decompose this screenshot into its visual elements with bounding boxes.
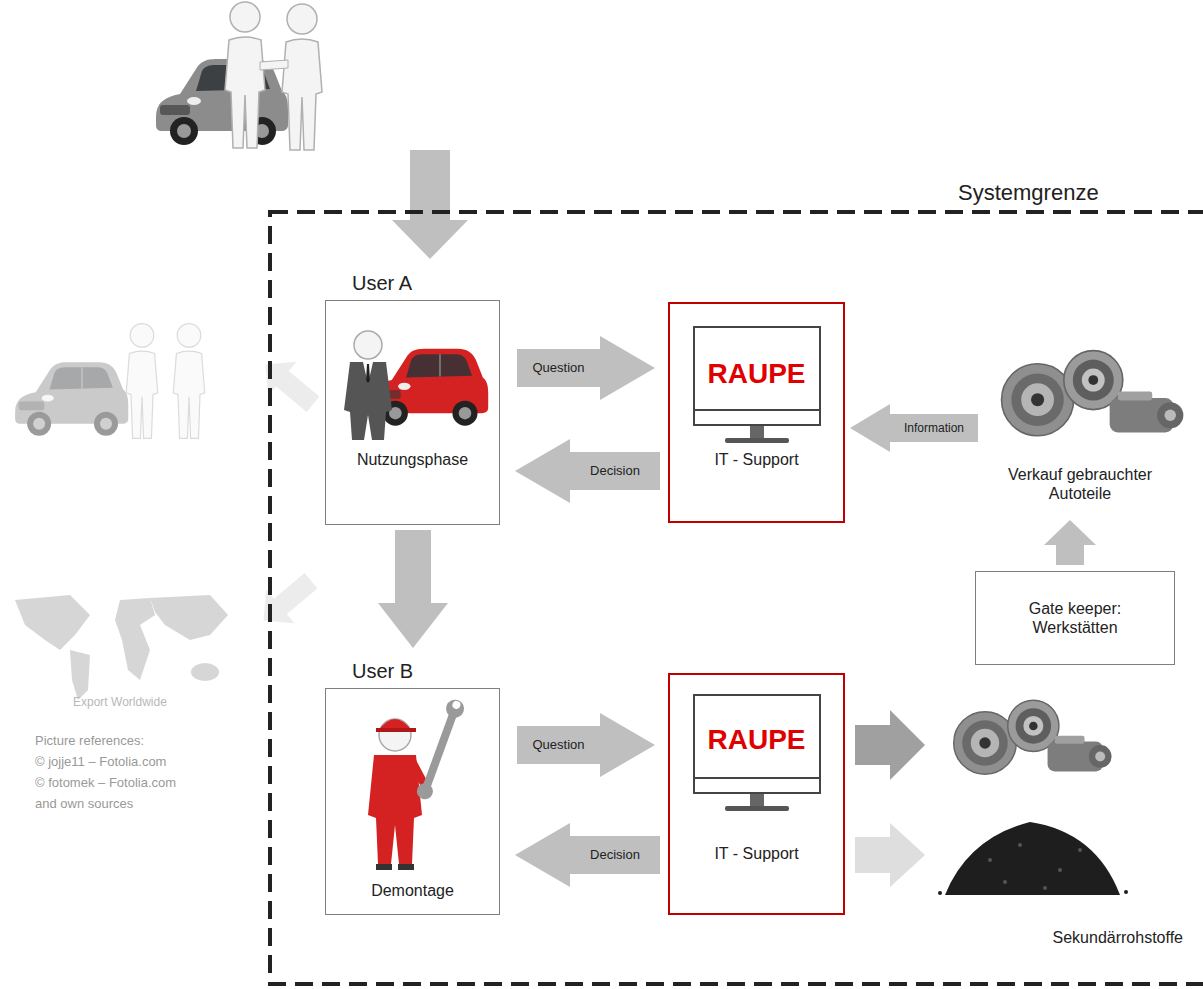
grain [938, 891, 942, 895]
continent [115, 598, 155, 680]
faded-handover [15, 324, 205, 439]
arrow-label: Question [532, 360, 584, 376]
person-figure [282, 4, 322, 150]
phase-label: Nutzungsphase [326, 450, 499, 469]
grain [1058, 868, 1062, 872]
person-head [379, 719, 411, 751]
user-heading: User B [352, 659, 413, 683]
grain [1003, 880, 1007, 884]
cap-brim [376, 728, 416, 732]
block-arrow [850, 404, 978, 452]
system-boundary [270, 212, 1203, 984]
grain [1078, 848, 1082, 852]
faded-arrow [249, 564, 325, 638]
arrow-label: Information [904, 421, 964, 435]
mechanic-illustration [368, 697, 467, 870]
person-figure [225, 2, 265, 148]
wrench-jaw [451, 700, 461, 710]
parts-sale: Verkauf gebrauchter Autoteile [978, 340, 1182, 515]
box-label: IT - Support [714, 450, 798, 469]
credit-note: © fotomek – Fotolia.com [35, 775, 176, 791]
block-arrow [1044, 520, 1096, 565]
app-logo: RAUPE [707, 357, 805, 391]
grain [1043, 886, 1047, 890]
car-figure [156, 59, 288, 145]
boot [398, 864, 414, 870]
faded-arrow [251, 348, 327, 422]
user-heading: User A [352, 271, 412, 295]
monitor [694, 695, 820, 811]
arrow-label: Decision [590, 847, 640, 863]
credit-note: and own sources [35, 796, 133, 812]
wrench-handle [422, 709, 458, 791]
wrench-head [444, 697, 467, 720]
credit-note: © jojje11 – Fotolia.com [35, 754, 166, 770]
arrow-label: Decision [590, 463, 640, 479]
business-suit [344, 362, 392, 440]
grain [1124, 890, 1128, 894]
continent [150, 595, 228, 640]
handshake [260, 60, 288, 70]
gatekeeper-box: Gate keeper: Werkstätten [975, 571, 1175, 665]
map-caption: Export Worldwide [73, 695, 167, 709]
app-logo: RAUPE [707, 723, 805, 757]
arrow-label: Question [532, 737, 584, 753]
phase-box: User ANutzungsphase [325, 300, 500, 525]
granulate-pile [938, 822, 1128, 895]
use-phase-illustration [344, 331, 488, 440]
person-head [354, 331, 382, 359]
it-support-box: RAUPE IT - Support [668, 302, 845, 523]
parts-arrow [855, 710, 925, 780]
shirt [363, 362, 373, 384]
material-output: Sekundärrohstoffe [935, 805, 1193, 955]
continent [15, 595, 90, 650]
block-arrow [515, 439, 660, 503]
block-arrow [855, 823, 925, 887]
wrench [414, 697, 467, 802]
box-label: IT - Support [714, 844, 798, 863]
tie [366, 364, 370, 384]
car-parts [954, 700, 1112, 774]
wrench-head [415, 781, 436, 802]
handover-illustration [156, 2, 322, 150]
entry-arrow [392, 150, 468, 259]
continent [70, 650, 90, 700]
granulate [945, 822, 1120, 895]
block-arrow [517, 336, 655, 400]
boot [376, 864, 392, 870]
grain [1018, 843, 1022, 847]
phase-label: Demontage [326, 881, 499, 900]
car-figure [15, 362, 128, 436]
world-map [15, 595, 228, 700]
car-parts [1002, 351, 1184, 436]
block-arrow [515, 823, 660, 887]
output-label: Sekundärrohstoffe [1053, 928, 1183, 947]
person-figure [126, 324, 157, 439]
faded-arrow-shape [251, 348, 327, 422]
output-label: Verkauf gebrauchter Autoteile [990, 465, 1170, 503]
block-arrow [517, 713, 655, 777]
it-support-box: RAUPE IT - Support [668, 673, 845, 915]
phase-box: User BDemontage [325, 688, 500, 915]
box-label: Gate keeper: Werkstätten [996, 599, 1154, 637]
monitor [694, 327, 820, 443]
continent [191, 663, 219, 681]
credit-note: Picture references: [35, 733, 144, 749]
block-arrow [378, 530, 448, 648]
faded-arrow-shape [249, 564, 325, 638]
grain [988, 858, 992, 862]
boundary-label: Systemgrenze [958, 180, 1099, 206]
person-figure [173, 324, 204, 439]
